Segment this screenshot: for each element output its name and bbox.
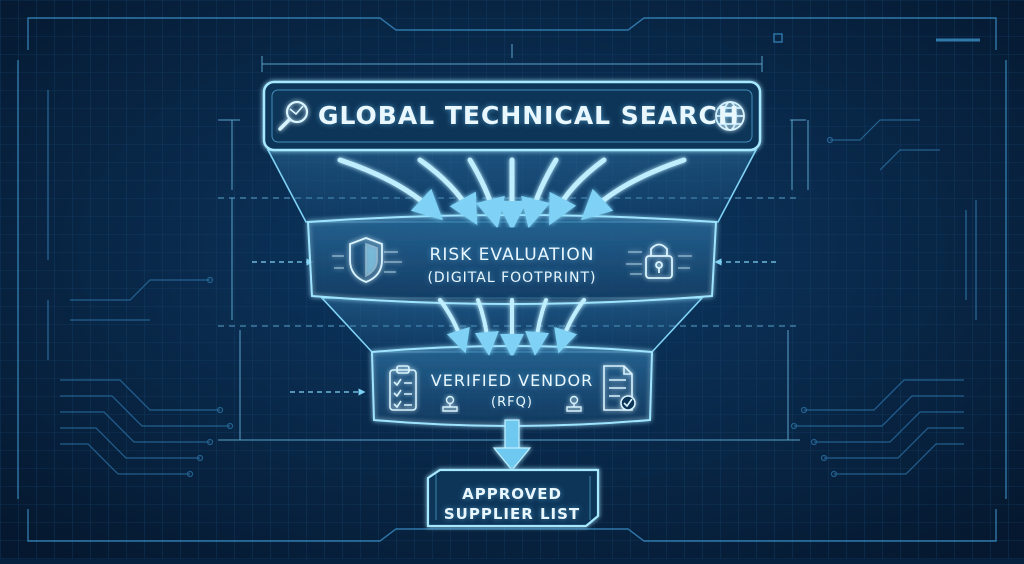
flow-arrow [467, 157, 505, 229]
flow-arrows-upper [337, 157, 687, 231]
flow-arrow [549, 157, 607, 226]
checklist-clipboard-icon [389, 365, 417, 411]
flow-arrow [521, 157, 559, 229]
stamp-icon [442, 395, 458, 412]
flow-arrow [525, 298, 550, 356]
stage-3-title: VERIFIED VENDOR [430, 371, 594, 390]
stage-2-subtitle: (DIGITAL FOOTPRINT) [427, 270, 597, 286]
output-box [426, 468, 600, 528]
circuit-traces-right [790, 119, 964, 478]
verified-document-icon [603, 365, 636, 411]
flow-arrow [417, 157, 478, 226]
stage-1-box [262, 80, 762, 152]
circuit-traces-left [60, 276, 234, 478]
stage-2-band [306, 214, 718, 305]
stage-2-title: RISK EVALUATION [429, 245, 595, 265]
flow-arrow [554, 298, 586, 354]
magnifier-icon [278, 100, 309, 131]
flow-arrow [438, 298, 470, 354]
flow-arrow [474, 298, 499, 356]
flow-arrow [337, 157, 443, 221]
output-label-line-2: SUPPLIER LIST [443, 505, 581, 523]
globe-icon [715, 101, 745, 131]
shield-icon [332, 237, 402, 283]
output-arrow [492, 419, 532, 471]
side-pointers [252, 258, 776, 396]
flow-arrows-lower [438, 298, 586, 358]
outer-frame [17, 17, 1007, 542]
stage-1-label: GLOBAL TECHNICAL SEARCH [318, 101, 740, 130]
flow-arrow [581, 157, 687, 221]
output-label-line-1: APPROVED [462, 485, 562, 503]
stamp-icon [566, 395, 582, 412]
padlock-icon [626, 243, 692, 279]
stage-3-subtitle: (RFQ) [491, 395, 533, 410]
